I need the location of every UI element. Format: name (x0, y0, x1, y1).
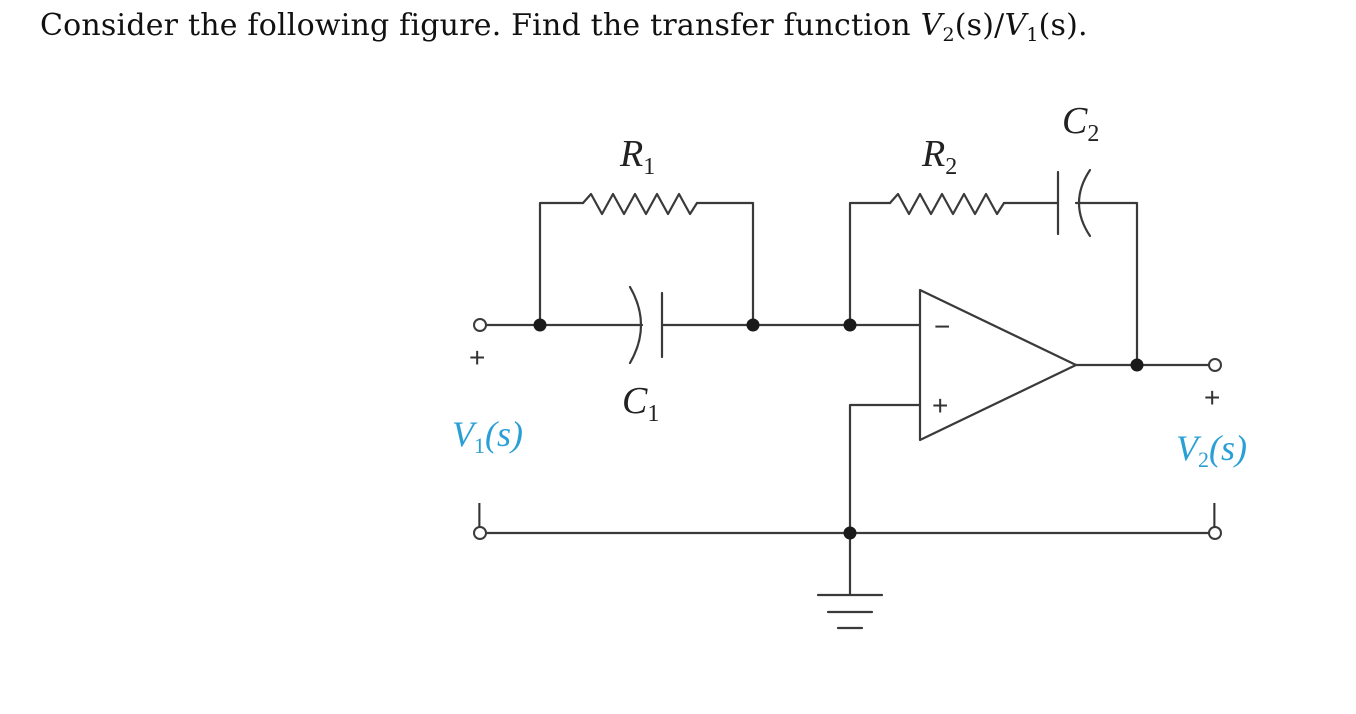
ground-icon (816, 593, 884, 630)
question-suffix: (s). (1038, 8, 1088, 43)
c1-curved-plate (628, 285, 643, 365)
input-minus-terminal (473, 526, 487, 540)
v2-plus-sign: + (1204, 382, 1220, 413)
r2-label: R2 (921, 133, 957, 180)
v1-plus-sign: + (469, 342, 485, 373)
c1-label: C1 (622, 380, 659, 427)
r1-left-wire (538, 201, 585, 327)
v2-label: V2(s) (1176, 428, 1247, 472)
output-plus-terminal (1208, 358, 1222, 372)
output-minus-terminal (1208, 526, 1222, 540)
c2-label: C2 (1062, 100, 1099, 147)
v1-symbol: V (1004, 8, 1027, 43)
opamp-noninverting-sign: + (932, 390, 948, 421)
v2-symbol: V (920, 8, 943, 43)
opamp-inverting-sign: − (934, 311, 950, 342)
v1-subscript: 1 (1026, 24, 1039, 46)
question-prefix: Consider the following figure. Find the … (40, 8, 921, 43)
noninverting-wire (848, 403, 922, 535)
junction-dot (1130, 358, 1144, 372)
junction-dot (843, 318, 857, 332)
r1-label: R1 (619, 133, 655, 180)
opamp-triangle (918, 288, 1078, 442)
v2-subscript: 2 (942, 24, 955, 46)
v1-label: V1(s) (452, 414, 523, 458)
feedback-left-wire (848, 201, 892, 327)
r2-resistor (888, 192, 1006, 216)
v1-minus-sign: | (476, 498, 483, 528)
r1-right-wire (695, 201, 755, 327)
r1-resistor (581, 192, 699, 216)
question-text: Consider the following figure. Find the … (40, 8, 1088, 46)
c2-right-wire (1074, 201, 1139, 367)
input-plus-terminal (473, 318, 487, 332)
question-mid: (s)/ (954, 8, 1005, 43)
junction-dot (843, 526, 857, 540)
v2-minus-sign: | (1211, 498, 1218, 528)
junction-dot (746, 318, 760, 332)
junction-dot (533, 318, 547, 332)
